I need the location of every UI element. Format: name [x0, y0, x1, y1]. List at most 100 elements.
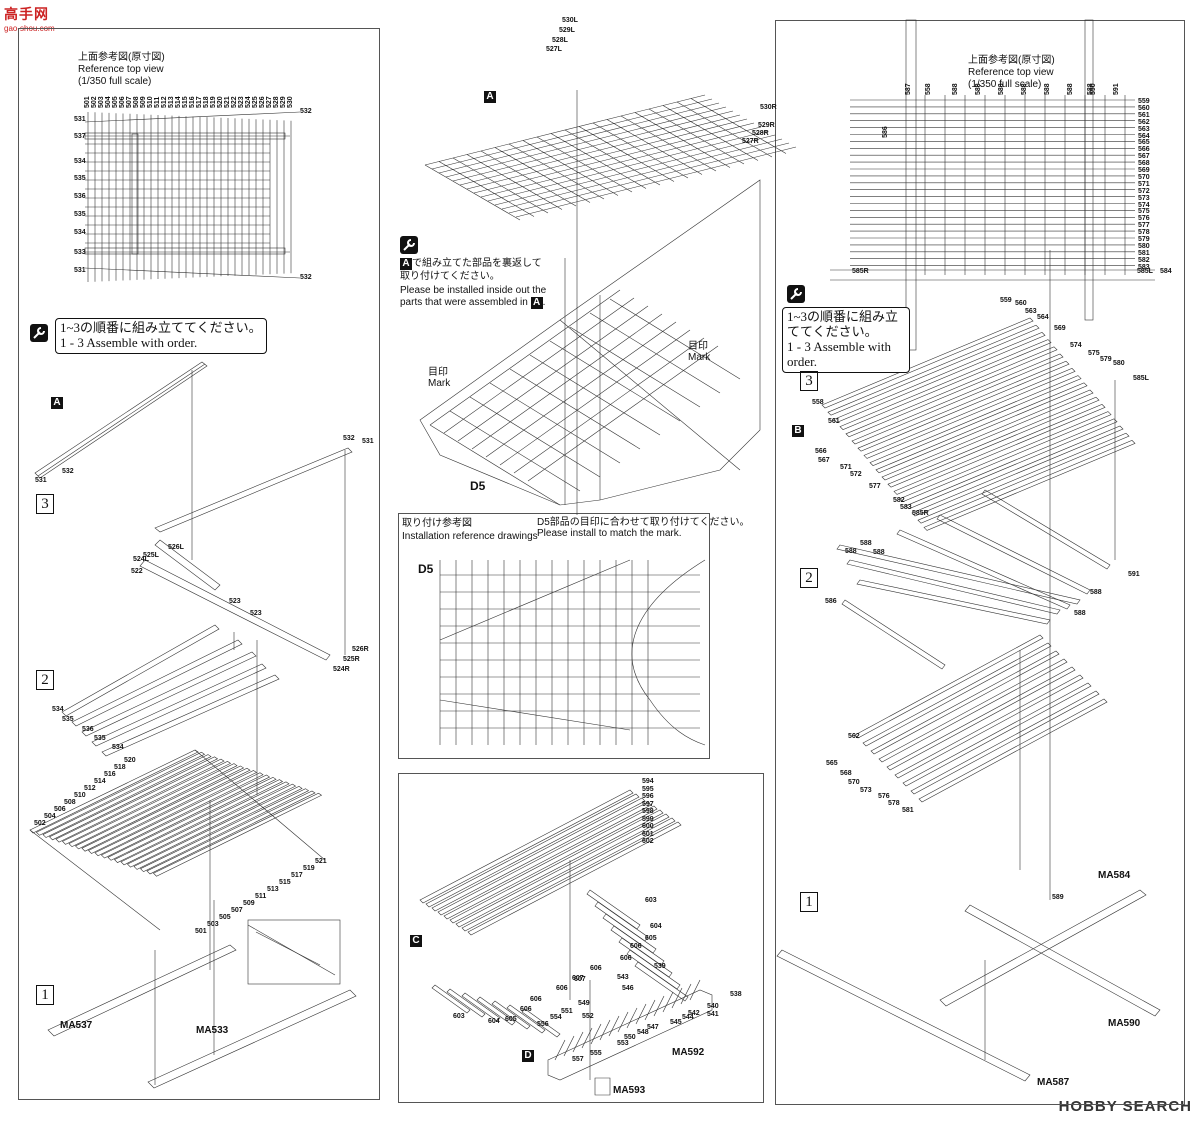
part-label: 573: [1138, 194, 1150, 202]
left-ma537: MA537: [60, 1020, 93, 1031]
mid-grid-line: [564, 129, 661, 186]
install-title-jp: 取り付け参考図: [402, 518, 472, 529]
part-label: 602: [642, 838, 654, 845]
d-comb-tooth: [626, 1007, 638, 1029]
right-ma584: MA584: [1098, 870, 1131, 881]
part-label: 552: [582, 1013, 594, 1020]
left-step1-strip: [133, 786, 303, 870]
left-step1-strip: [94, 772, 264, 857]
part-label: 589: [1052, 894, 1064, 901]
left-step1-strip: [35, 751, 206, 836]
left-ref-scale: (1/350 full scale): [78, 76, 152, 87]
install-grid-diag: [439, 699, 631, 731]
c-strip-small: [491, 1000, 531, 1030]
mid-grid-line: [487, 130, 769, 202]
left-step1-strip: [120, 781, 290, 866]
part-label: 515: [279, 879, 291, 886]
left-step1-strip: [42, 754, 212, 838]
c-strip: [425, 793, 640, 908]
part-label: 561: [828, 418, 840, 425]
part-label: 567: [1138, 153, 1150, 161]
part-label: 588: [1021, 83, 1028, 95]
part-label: 535: [94, 735, 106, 742]
part-label: 560: [1138, 104, 1150, 112]
part-label: 579: [1138, 236, 1150, 243]
right-left-label: 586: [881, 126, 889, 138]
part-label: 530: [287, 96, 294, 108]
wrench-icon: [787, 285, 805, 303]
part-label: 566: [1138, 146, 1150, 154]
d5-grid-line: [509, 368, 641, 450]
part-label: 572: [850, 471, 862, 478]
right-step3-strip: [857, 360, 1070, 452]
part-label: 524R: [333, 666, 350, 673]
part-label: 501: [195, 928, 207, 935]
left-a-label-531: 531: [35, 477, 47, 484]
part-label: 607: [572, 975, 584, 982]
right-step2-strip: [896, 529, 1071, 610]
right-step1-strip: [870, 650, 1060, 755]
part-label: 606: [530, 996, 542, 1003]
d5-grid-line: [443, 297, 635, 434]
left-right-label-1: 532: [300, 108, 312, 115]
part-label: 594: [642, 778, 654, 785]
c-strip: [431, 797, 646, 912]
part-label: 569: [1054, 325, 1066, 332]
part-label: 577: [1138, 222, 1150, 230]
part-label: 502: [34, 820, 46, 827]
part-label: 588: [845, 548, 857, 555]
part-label: 582: [1138, 256, 1150, 264]
right-step3-strip: [851, 353, 1064, 445]
part-label: 510: [74, 792, 86, 799]
install-title-en: Installation reference drawings: [402, 531, 538, 542]
mid-grid-line: [676, 101, 773, 158]
part-label: 576: [878, 793, 890, 800]
part-label: 509: [243, 900, 255, 907]
part-label: 606: [556, 985, 568, 992]
right-step3-strip: [845, 346, 1058, 438]
part-label: 539: [654, 963, 666, 970]
part-label: 571: [1138, 180, 1150, 188]
part-label: 557: [572, 1056, 584, 1063]
d-comb-tooth: [662, 991, 674, 1013]
part-label: 566: [815, 448, 827, 455]
part-label: 588: [860, 540, 872, 547]
ma593-part: [594, 1077, 611, 1096]
wrench-icon: [30, 324, 48, 342]
part-label: 505: [219, 914, 231, 921]
right-step1-strip: [910, 690, 1100, 795]
left-step1-strip: [126, 783, 297, 868]
mid-grid-line: [515, 146, 797, 218]
c-strip: [443, 805, 658, 920]
install-note-jp: D5部品の目印に合わせて取り付けてください。: [537, 517, 750, 528]
part-label: 534: [112, 744, 124, 751]
part-label: 527R: [742, 138, 759, 145]
part-label: 533: [74, 249, 86, 256]
part-label: 534: [74, 158, 86, 165]
right-step3-strip: [905, 418, 1118, 510]
part-label: 563: [1138, 125, 1150, 133]
part-label: 536: [82, 726, 94, 733]
c-strip: [461, 817, 676, 932]
left-step1-strip: [152, 792, 323, 877]
d5-grid-line: [469, 396, 601, 478]
part-label: 559: [1138, 98, 1150, 105]
right-label-584: 584: [1160, 268, 1172, 275]
mid-grid-line: [466, 154, 563, 210]
d5-grid-line: [485, 321, 677, 458]
part-label: 523: [250, 610, 262, 617]
part-label: 562: [848, 733, 860, 740]
left-a-label-532: 532: [62, 468, 74, 475]
c-strip: [449, 809, 664, 924]
part-label: 518: [114, 764, 126, 771]
mid-note-en2: parts that were assembled in: [400, 297, 528, 308]
part-label: 586: [825, 598, 837, 605]
mid-note-box-a2: A: [530, 297, 543, 309]
part-label: 588: [1090, 589, 1102, 596]
left-step1-strip: [48, 756, 219, 841]
part-label: 588: [952, 83, 959, 95]
left-step1-strip: [74, 765, 245, 850]
mid-grid-line: [438, 161, 535, 217]
mid-grid-line: [501, 138, 783, 210]
